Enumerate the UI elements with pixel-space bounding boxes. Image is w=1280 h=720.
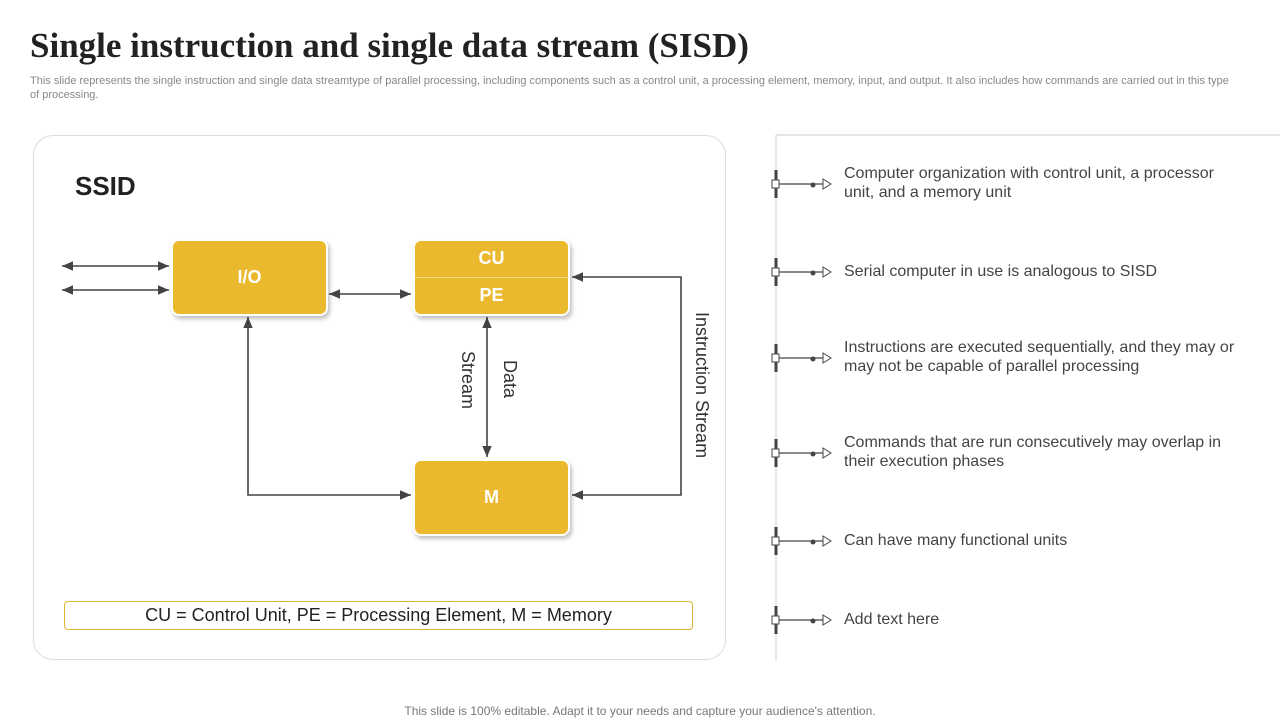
point-text: Add text here [844, 611, 940, 628]
point-text: Commands that are run consecutively may … [844, 434, 1222, 470]
point-text: Serial computer in use is analogous to S… [844, 263, 1158, 280]
bullet-connector-icon [771, 606, 832, 634]
memory-label: M [484, 487, 499, 507]
io-label: I/O [237, 267, 262, 287]
pe-label: PE [479, 285, 504, 306]
instruction-stream-label: Instruction Stream [692, 312, 712, 459]
io-box: I/O [171, 239, 328, 316]
page-title: Single instruction and single data strea… [30, 26, 749, 65]
stream-label: Stream [458, 351, 478, 410]
page-description: This slide represents the single instruc… [30, 75, 1229, 101]
bullet-connector-icon [771, 258, 832, 286]
bullet-connector-icon [771, 344, 832, 372]
diagram-heading: SSID [75, 171, 136, 201]
point-text: Instructions are executed sequentially, … [844, 339, 1235, 375]
point-text: Can have many functional units [844, 532, 1068, 549]
cu-pe-box: CU PE [413, 239, 570, 316]
data-label: Data [500, 360, 520, 399]
bullet-connector-icon [771, 527, 832, 555]
point-text: Computer organization with control unit,… [844, 165, 1214, 201]
instruction-stream-arrow [572, 272, 682, 500]
memory-box: M [413, 459, 570, 536]
timeline [775, 134, 1280, 660]
cu-label: CU [415, 241, 568, 278]
io-memory-arrow [243, 317, 411, 500]
legend: CU = Control Unit, PE = Processing Eleme… [64, 601, 693, 630]
footer-note: This slide is 100% editable. Adapt it to… [404, 704, 876, 718]
diagram-panel [33, 135, 726, 660]
bullet-connector-icon [771, 170, 832, 198]
bullet-connector-icon [771, 439, 832, 467]
